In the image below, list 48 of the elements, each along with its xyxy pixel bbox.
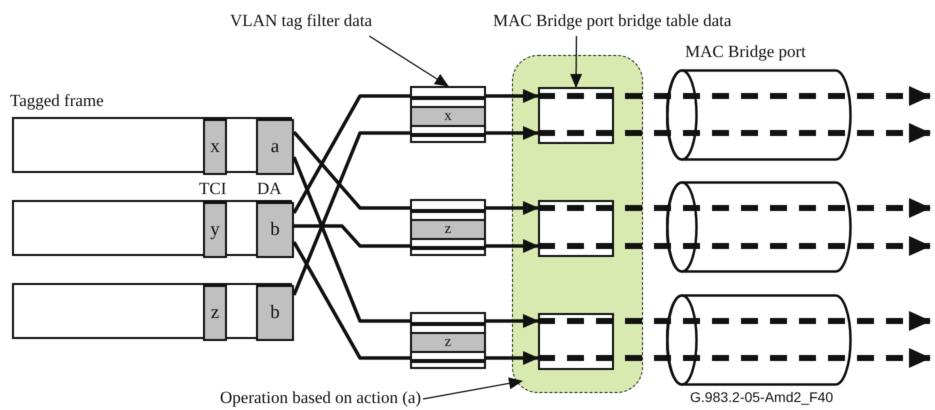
connector-line <box>292 131 410 296</box>
frame-caption: Tagged frame <box>10 91 104 111</box>
frame-bar <box>12 200 292 256</box>
callout-text: VLAN tag filter data <box>230 11 372 35</box>
arrow <box>486 239 539 253</box>
leader-line <box>422 377 523 400</box>
connector-line <box>292 156 410 323</box>
dashed-arrow <box>538 86 931 106</box>
arrow <box>486 201 539 215</box>
operation-region <box>512 55 643 393</box>
arrow <box>486 351 539 365</box>
callout-text: MAC Bridge port bridge table data <box>493 11 732 35</box>
field-label: TCI <box>199 179 226 199</box>
bridge-port-cylinder <box>666 181 853 273</box>
arrow <box>486 89 539 103</box>
frame-bar <box>12 117 292 173</box>
frame-field: b <box>256 285 294 341</box>
dashed-arrow <box>538 348 931 368</box>
dashed-arrow <box>538 236 931 256</box>
leader-line <box>570 36 582 88</box>
bridge-port-cylinder <box>666 69 853 161</box>
filter-value: z <box>412 332 484 353</box>
leader-line <box>368 35 449 87</box>
arrow <box>486 126 539 140</box>
filter-box <box>410 86 486 143</box>
frame-bar <box>12 283 292 339</box>
bridge-port-cylinder <box>666 294 853 386</box>
dashed-arrow <box>538 311 931 331</box>
dashed-arrow <box>538 123 931 143</box>
frame-field: y <box>203 202 227 258</box>
filter-box <box>410 199 486 256</box>
frame-field: b <box>256 202 294 258</box>
arrow <box>486 314 539 328</box>
filter-value: x <box>412 106 484 127</box>
connector-line <box>292 130 410 210</box>
frame-field: x <box>203 119 227 175</box>
frame-field: a <box>256 119 294 175</box>
port-caption: MAC Bridge port <box>685 42 806 62</box>
connector-line <box>294 224 410 248</box>
callout-text: Operation based on action (a) <box>220 388 422 410</box>
filter-value: z <box>412 219 484 240</box>
connector-line <box>292 241 410 360</box>
figure-id: G.983.2-05-Amd2_F40 <box>690 389 834 405</box>
field-label: DA <box>257 179 282 199</box>
filter-box <box>410 312 486 369</box>
connector-line <box>292 94 410 214</box>
frame-field: z <box>203 285 227 341</box>
dashed-arrow <box>538 198 931 218</box>
